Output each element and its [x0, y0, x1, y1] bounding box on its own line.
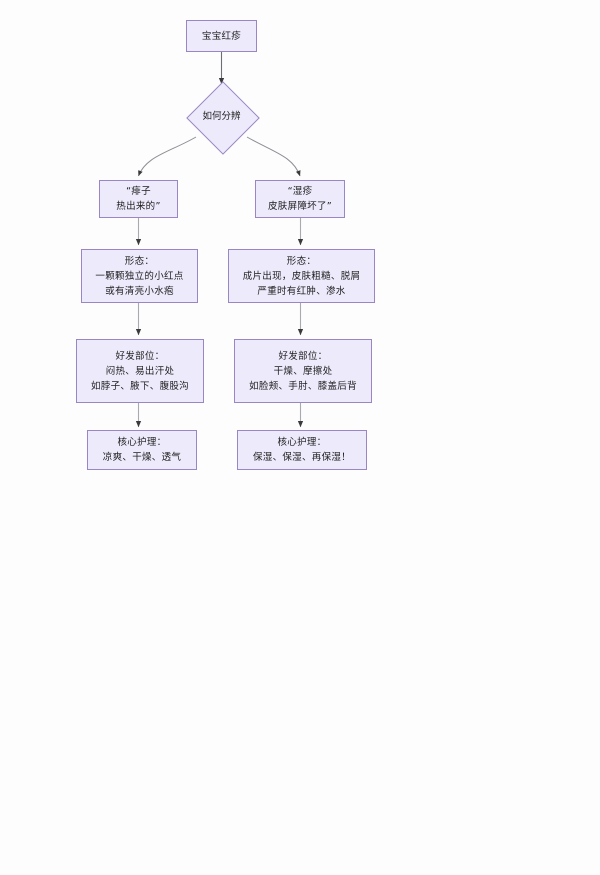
node-heat-rash-care-line1: 核心护理： — [117, 437, 167, 448]
node-heat-rash-location[interactable]: 好发部位： 闷热、易出汗处 如脖子、腋下、腹股沟 — [76, 339, 204, 403]
node-heat-rash-label-line1: “痱子 — [126, 186, 151, 197]
node-title-text: 宝宝红疹 — [201, 30, 242, 42]
node-eczema-location-line1: 好发部位： — [278, 350, 328, 362]
node-eczema-morphology-line2: 成片出现，皮肤粗糙、脱屑 — [242, 270, 361, 282]
node-eczema-location-line2: 干燥、摩擦处 — [273, 365, 333, 377]
node-eczema-care-line2: 保湿、保湿、再保湿！ — [252, 452, 351, 463]
node-eczema-morphology[interactable]: 形态： 成片出现，皮肤粗糙、脱屑 严重时有红肿、渗水 — [228, 249, 375, 303]
node-eczema-label-line1: “湿疹 — [287, 186, 313, 197]
node-eczema-morphology-line1: 形态： — [286, 255, 317, 267]
node-heat-rash-care-line2: 凉爽、干燥、透气 — [102, 452, 182, 463]
node-eczema-location[interactable]: 好发部位： 干燥、摩擦处 如脸颊、手肘、膝盖后背 — [234, 339, 372, 403]
node-decision-how-to-tell[interactable]: 如何分辨 — [185, 80, 260, 155]
node-eczema-morphology-line3: 严重时有红肿、渗水 — [257, 285, 346, 297]
node-heat-rash-label-line2: 热出来的” — [116, 201, 161, 212]
node-eczema-care[interactable]: 核心护理： 保湿、保湿、再保湿！ — [237, 430, 367, 470]
node-title-baby-rash[interactable]: 宝宝红疹 — [186, 20, 257, 52]
node-heat-rash-morphology-line1: 形态： — [124, 255, 155, 267]
node-eczema-care-line1: 核心护理： — [277, 437, 327, 448]
node-heat-rash-care[interactable]: 核心护理： 凉爽、干燥、透气 — [87, 430, 197, 470]
node-heat-rash-location-line1: 好发部位： — [115, 350, 165, 362]
node-eczema-label[interactable]: “湿疹 皮肤屏障坏了” — [255, 180, 345, 218]
node-heat-rash-location-line2: 闷热、易出汗处 — [105, 365, 175, 377]
node-heat-rash-morphology-line2: 一颗颗独立的小红点 — [95, 270, 184, 282]
node-eczema-location-line3: 如脸颊、手肘、膝盖后背 — [249, 380, 357, 392]
node-eczema-label-line2: 皮肤屏障坏了” — [267, 201, 333, 212]
node-heat-rash-location-line3: 如脖子、腋下、腹股沟 — [90, 380, 189, 392]
node-heat-rash-morphology-line3: 或有清亮小水疱 — [105, 285, 174, 297]
node-heat-rash-label[interactable]: “痱子 热出来的” — [99, 180, 178, 218]
node-heat-rash-morphology[interactable]: 形态： 一颗颗独立的小红点 或有清亮小水疱 — [81, 249, 198, 303]
node-decision-text: 如何分辨 — [202, 110, 241, 122]
